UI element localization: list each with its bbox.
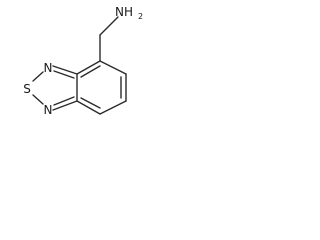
bond-s-to-n-bottom bbox=[32, 94, 44, 105]
chemical-structure: NH 2 N S N bbox=[23, 5, 143, 117]
thiadiazole-sulfur-label: S bbox=[23, 82, 31, 96]
bond-benzene-4 bbox=[76, 100, 101, 115]
bond-benzene-6-inner bbox=[80, 65, 101, 78]
bond-benzene-6 bbox=[76, 60, 101, 75]
bond-c-to-n-top-double bbox=[53, 70, 75, 79]
bond-benzene-4-inner bbox=[80, 97, 101, 109]
bond-n-bottom-to-c-double bbox=[53, 96, 75, 106]
bond-n-top-to-s bbox=[32, 71, 44, 82]
bond-ch2-to-nh2 bbox=[99, 16, 119, 36]
bond-benzene-3 bbox=[99, 100, 127, 115]
bond-c-to-n-top bbox=[52, 65, 78, 75]
thiadiazole-nitrogen-top-label: N bbox=[44, 61, 53, 75]
amine-nitrogen-label: NH bbox=[115, 5, 133, 19]
amine-hydrogen-count: 2 bbox=[138, 12, 143, 21]
bond-benzene-1 bbox=[99, 60, 127, 75]
thiadiazole-nitrogen-bottom-label: N bbox=[44, 103, 53, 117]
bond-n-bottom-to-c bbox=[52, 100, 78, 111]
